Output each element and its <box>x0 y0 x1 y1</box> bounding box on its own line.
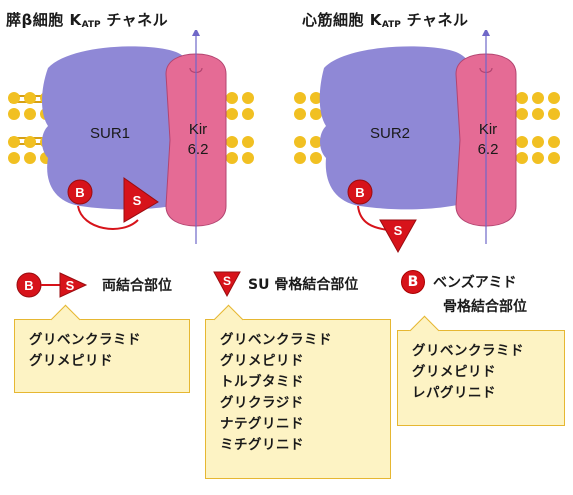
su-site-marker <box>379 219 417 254</box>
drug-item: グリベンクラミド <box>412 343 524 359</box>
ion-flow-arrowhead <box>482 30 490 36</box>
marker-s-label: S <box>223 274 231 288</box>
drug-box-both-sites: グリベンクラミド グリメピリド <box>14 304 190 393</box>
su-site-icon: S <box>213 271 241 298</box>
sur2-subunit <box>319 46 475 210</box>
drug-item: ナテグリニド <box>220 416 304 432</box>
drug-list-both-sites: グリベンクラミド グリメピリド <box>29 330 189 372</box>
both-sites-icon: B S <box>16 272 88 298</box>
sur1-subunit <box>42 46 195 210</box>
panel1-title: 膵β細胞 KATP チャネル <box>6 11 169 30</box>
drug-item: グリメピリド <box>220 353 304 369</box>
drug-box-su-site: グリベンクラミド グリメピリド トルブタミド グリクラジド ナテグリニド ミチグ… <box>205 304 391 479</box>
drug-item: グリメピリド <box>29 353 113 369</box>
panel-pancreatic-channel: SUR1 Kir 6.2 B S <box>0 30 276 260</box>
legend-both-label: 両結合部位 <box>102 278 172 294</box>
marker-s-label: S <box>133 193 142 208</box>
ion-flow-arrowhead <box>192 30 200 36</box>
panel-cardiac-channel: SUR2 Kir 6.2 B S <box>290 30 566 260</box>
benzamide-site-icon: B <box>401 270 425 294</box>
kir62-label-1: Kir <box>479 121 497 138</box>
drug-item: グリベンクラミド <box>29 332 141 348</box>
legend-su-site: S SU 骨格結合部位 <box>212 270 358 298</box>
drug-item: ミチグリニド <box>220 437 304 453</box>
marker-b-label: B <box>24 278 33 293</box>
marker-s-label: S <box>394 223 403 238</box>
legend-both-sites: B S 両結合部位 <box>16 272 172 298</box>
drug-item: グリベンクラミド <box>220 332 332 348</box>
lipid-bilayer-right <box>516 92 560 164</box>
benzamide-site-marker <box>347 179 373 205</box>
drug-item: トルブタミド <box>220 374 304 390</box>
marker-b-label: B <box>355 185 364 200</box>
legend-benzamide-label-1: ベンズアミド <box>433 275 517 291</box>
lipid-bilayer-left <box>294 92 322 164</box>
drug-item: レパグリニド <box>412 385 496 401</box>
drug-box-benzamide-site: グリベンクラミド グリメピリド レパグリニド <box>397 315 565 426</box>
kir62-label-1: Kir <box>189 121 207 138</box>
drug-item: グリメピリド <box>412 364 496 380</box>
su-site-marker <box>123 177 159 223</box>
marker-b-label: B <box>75 185 84 200</box>
lipid-bilayer-right <box>226 92 254 164</box>
drug-item: グリクラジド <box>220 395 304 411</box>
legend-benzamide-label-2: 骨格結合部位 <box>443 299 527 315</box>
legend-su-label: SU 骨格結合部位 <box>248 277 359 293</box>
sur2-label: SUR2 <box>370 125 410 142</box>
drug-list-su-site: グリベンクラミド グリメピリド トルブタミド グリクラジド ナテグリニド ミチグ… <box>220 330 390 456</box>
panel2-title: 心筋細胞 KATP チャネル <box>302 11 469 30</box>
binding-site-connector <box>77 205 139 230</box>
benzamide-site-marker <box>67 179 93 205</box>
kir62-label-2: 6.2 <box>478 141 499 158</box>
drug-list-benzamide-site: グリベンクラミド グリメピリド レパグリニド <box>412 341 564 404</box>
legend-benzamide-site: B ベンズアミド 骨格結合部位 <box>401 270 527 316</box>
kir62-label-2: 6.2 <box>188 141 209 158</box>
sur1-label: SUR1 <box>90 125 130 142</box>
marker-s-label: S <box>66 278 75 293</box>
binding-site-connector <box>357 205 389 231</box>
